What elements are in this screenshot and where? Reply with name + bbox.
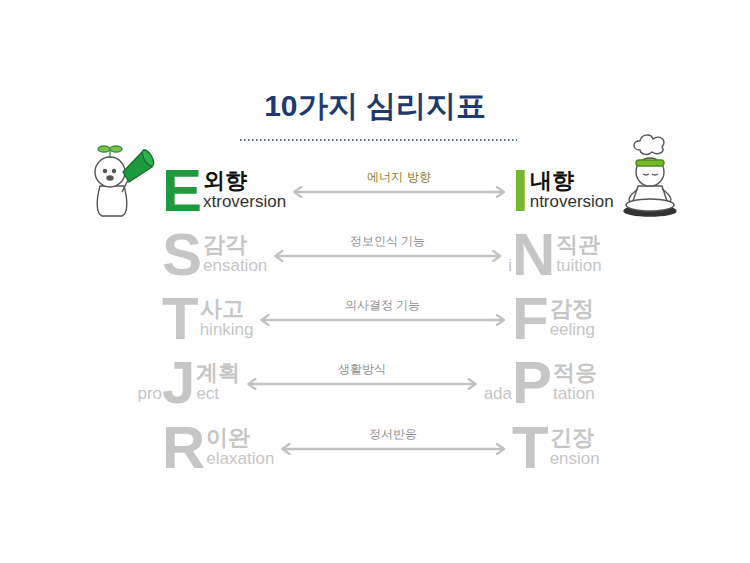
trait-term: T사고hinking: [162, 289, 254, 349]
double-arrow: [294, 191, 504, 194]
edge-label: 정보인식 기능: [346, 234, 429, 248]
term-words: 계획ect: [195, 361, 240, 413]
english-term: ensation: [203, 257, 267, 276]
term-words: 외향xtroversion: [202, 169, 286, 221]
megaphone-character: [95, 146, 156, 216]
trait-term: T긴장ension: [512, 418, 600, 478]
term-words: 긴장ension: [549, 426, 600, 478]
edge-label: 정서반응: [365, 427, 421, 441]
english-term: hinking: [200, 321, 254, 340]
initial-letter: F: [512, 289, 549, 349]
english-term: tuition: [556, 257, 601, 276]
trait-term: R이완elaxation: [162, 418, 274, 478]
trait-term: E외향xtroversion: [162, 161, 286, 221]
trait-term: S감각ensation: [162, 225, 267, 285]
english-term: elaxation: [206, 450, 274, 469]
english-term: tation: [553, 385, 597, 404]
english-term: ect: [196, 385, 240, 404]
trait-term: adaP적응tation: [484, 353, 597, 413]
initial-letter: S: [162, 225, 202, 285]
initial-letter: T: [162, 289, 199, 349]
english-term: ension: [550, 450, 600, 469]
term-words: 이완elaxation: [205, 426, 274, 478]
term-words: 내향ntroversion: [529, 169, 614, 221]
term-words: 직관tuition: [555, 233, 601, 285]
diagram-title: 10가지 심리지표: [0, 86, 750, 127]
korean-term: 계획: [196, 361, 240, 385]
korean-term: 감각: [203, 233, 267, 257]
english-term: ntroversion: [530, 193, 614, 212]
double-arrow: [282, 448, 504, 451]
word-prefix: ada: [484, 385, 512, 413]
trait-term: proJ계획ect: [137, 353, 240, 413]
initial-letter: T: [512, 418, 549, 478]
edge-label: 에너지 방향: [363, 170, 434, 184]
edge-label: 의사결정 기능: [341, 298, 424, 312]
edge-label: 생활방식: [334, 362, 390, 376]
term-words: 감각ensation: [202, 233, 267, 285]
term-words: 사고hinking: [199, 297, 254, 349]
korean-term: 감정: [550, 297, 595, 321]
korean-term: 적응: [553, 361, 597, 385]
double-arrow: [248, 383, 475, 386]
title-underline: [240, 139, 517, 141]
korean-term: 긴장: [550, 426, 600, 450]
double-arrow: [275, 255, 500, 258]
trait-term: iN직관tuition: [508, 225, 602, 285]
korean-term: 사고: [200, 297, 254, 321]
english-term: eeling: [550, 321, 595, 340]
english-term: xtroversion: [203, 193, 286, 212]
trait-term: F감정eeling: [512, 289, 595, 349]
initial-letter: J: [162, 353, 195, 413]
word-prefix: i: [508, 257, 512, 285]
initial-letter: I: [512, 161, 529, 221]
double-arrow: [262, 319, 504, 322]
korean-term: 내향: [530, 169, 614, 193]
initial-letter: P: [512, 353, 552, 413]
initial-letter: E: [162, 161, 202, 221]
word-prefix: pro: [137, 385, 162, 413]
trait-term: I내향ntroversion: [512, 161, 614, 221]
term-words: 감정eeling: [549, 297, 595, 349]
korean-term: 이완: [206, 426, 274, 450]
initial-letter: N: [512, 225, 555, 285]
term-words: 적응tation: [552, 361, 597, 413]
korean-term: 직관: [556, 233, 601, 257]
initial-letter: R: [162, 418, 205, 478]
korean-term: 외향: [203, 169, 286, 193]
meditating-character: [624, 135, 676, 216]
